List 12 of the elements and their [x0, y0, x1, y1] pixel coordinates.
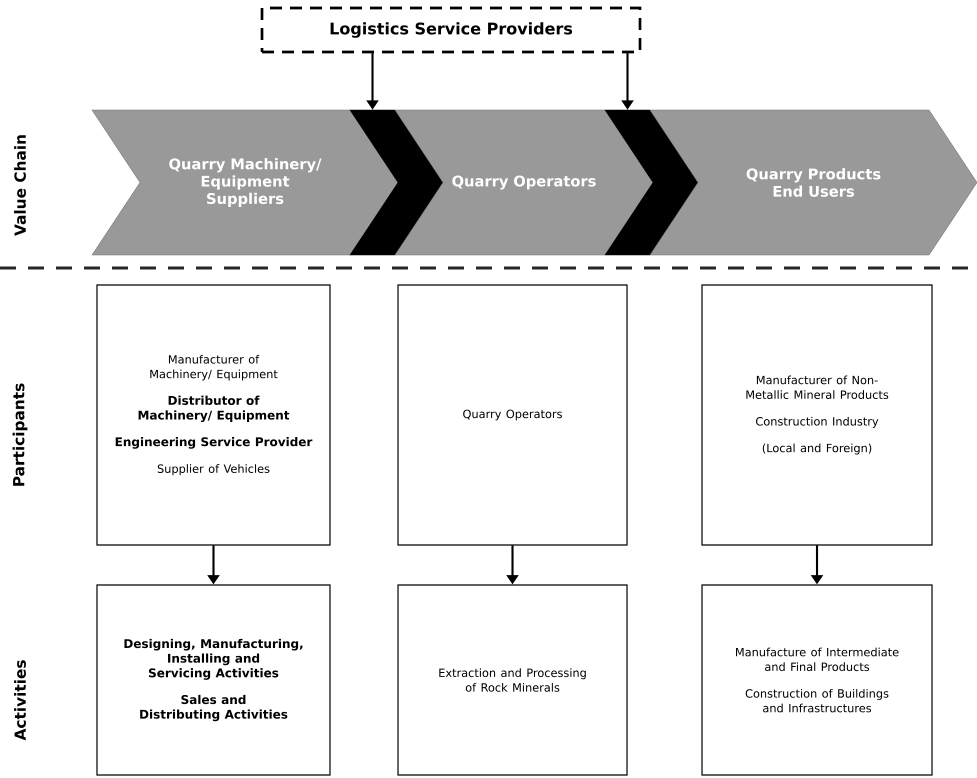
- row-heading: Participants: [12, 384, 28, 486]
- chevron-arrow: [350, 110, 444, 256]
- chevron-arrow: [604, 110, 698, 256]
- text-box: Manufacture of Intermediate and Final Products Construction of Buildings and Infrastructures: [701, 584, 933, 776]
- text-box: Designing, Manufacturing, Installing and Servicing Activities Sales and Distributing Activities: [96, 584, 331, 776]
- row-heading: Activities: [14, 660, 26, 740]
- text-box: Extraction and Processing of Rock Minerals: [397, 584, 628, 776]
- row-heading: Value Chain: [14, 135, 26, 236]
- dashed-box: Logistics Service Providers: [260, 6, 642, 54]
- text-box: Quarry Operators: [397, 284, 628, 546]
- text-box: Manufacturer of Machinery/ Equipment Distributor of Machinery/ Equipment Engineering Service Provider Supplier of Vehicles: [96, 284, 331, 546]
- text-box: Manufacturer of Non-Metallic Mineral Products Construction Industry (Local and Foreign): [701, 284, 933, 546]
